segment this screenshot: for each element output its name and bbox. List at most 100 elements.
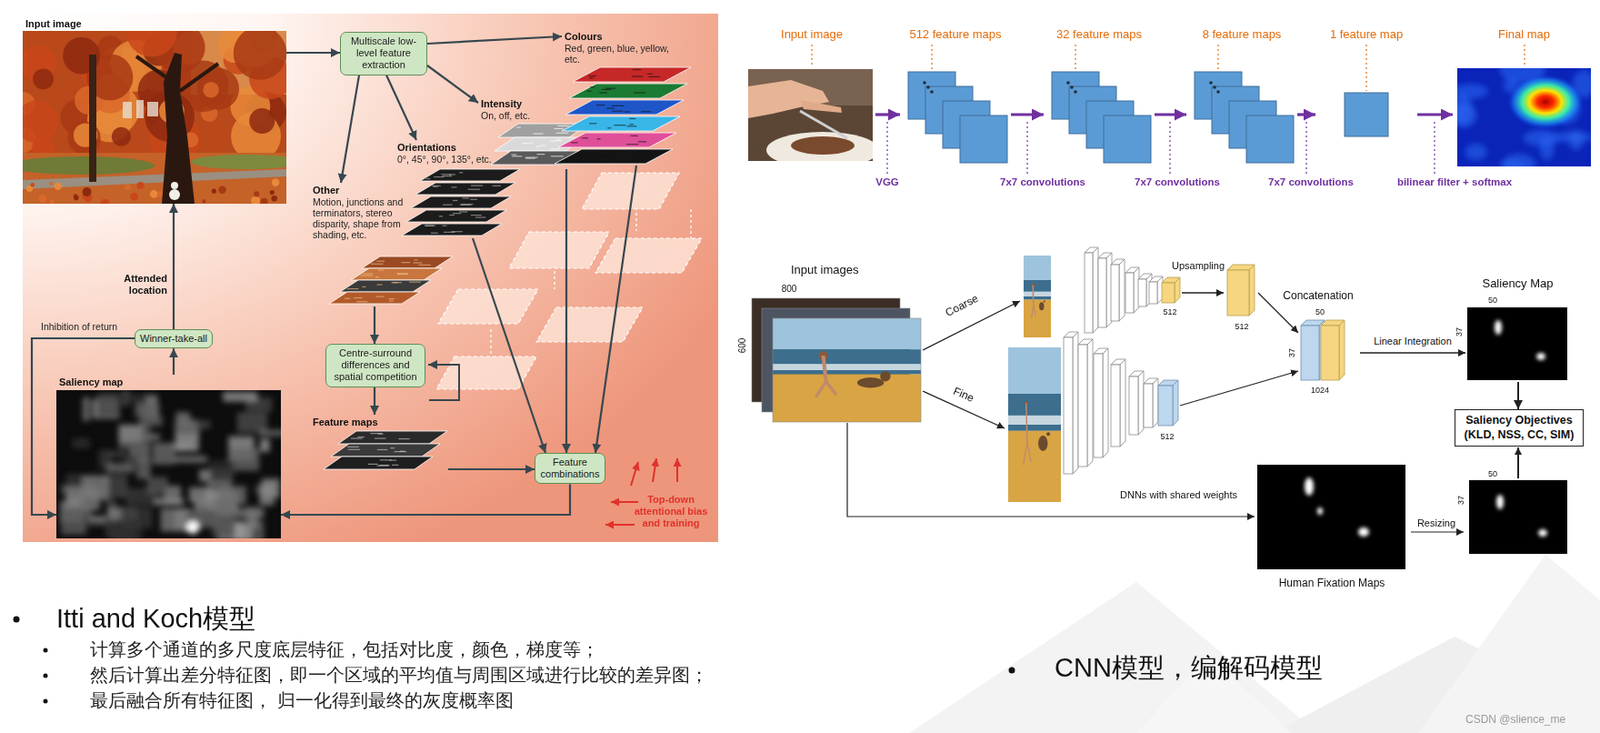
dimension: 1024 — [1310, 385, 1330, 396]
dimension: 600 — [737, 338, 749, 354]
feature-texture — [412, 261, 422, 263]
heat-patch — [1457, 83, 1489, 100]
node-heading: 1 feature map — [1315, 27, 1418, 42]
image-panel: Input image — [22, 16, 287, 204]
bullet — [1009, 667, 1016, 674]
feature-map-layer — [338, 430, 448, 444]
operation-label: Upsampling — [1171, 260, 1225, 272]
image-panel: Input image — [748, 25, 876, 164]
feature-texture — [394, 450, 408, 452]
feature-map-layer — [572, 67, 691, 82]
feature-texture — [376, 260, 385, 262]
leader-line — [1074, 44, 1076, 70]
top-down-arrow — [610, 500, 639, 503]
feature-texture — [626, 143, 639, 145]
image-group — [1257, 464, 1406, 570]
dog — [1038, 435, 1048, 451]
foliage — [22, 100, 59, 144]
layer-front — [1300, 325, 1320, 380]
layer-side — [1092, 247, 1099, 333]
layer-front — [1063, 337, 1073, 474]
path — [22, 169, 287, 190]
layer-front — [1125, 272, 1134, 313]
blur-group — [1494, 320, 1546, 360]
blur-group — [60, 390, 281, 539]
image-group — [1469, 480, 1568, 554]
feature-map-layer — [565, 100, 684, 115]
feature-map-layer — [323, 456, 433, 470]
dimension: 50 — [1315, 307, 1325, 318]
feature-texture — [375, 296, 384, 298]
node-heading: Saliency Objectives (KLD, NSS, CC, SIM) — [1460, 413, 1579, 442]
node-heading: 32 feature maps — [1043, 27, 1155, 42]
foliage — [202, 81, 219, 98]
saliency-patch — [106, 462, 135, 472]
image-group — [1008, 347, 1061, 502]
feature-channel: ColoursRed, green, blue, yellow, etc. — [561, 29, 690, 166]
feature-texture — [550, 148, 560, 150]
runner — [1023, 441, 1028, 466]
blur-group — [1496, 494, 1548, 537]
dimension: 37 — [1454, 327, 1465, 337]
feature-texture — [468, 189, 480, 190]
feature-texture — [525, 157, 536, 159]
dashed-link — [553, 270, 555, 290]
leaf — [150, 190, 159, 199]
arrow-connector — [1010, 112, 1044, 116]
node-heading: Colours — [564, 30, 687, 43]
saliency-patch — [116, 393, 147, 402]
feature-texture — [377, 449, 388, 450]
saliency-patch — [82, 519, 117, 526]
feature-map-layer — [558, 132, 677, 148]
dog — [1046, 431, 1050, 436]
feature-channel: Orientations0°, 45°, 90°, 135°, etc. — [394, 140, 497, 239]
bullet — [13, 616, 20, 623]
feature-texture — [350, 437, 363, 439]
dog — [1043, 300, 1046, 302]
saliency-patch — [220, 504, 230, 517]
figure — [169, 189, 180, 200]
fixation-blob — [1304, 477, 1314, 496]
runner — [1027, 441, 1031, 462]
arrow-connector — [427, 36, 562, 44]
image-panel: Saliency Map — [1465, 276, 1570, 382]
saliency-patch — [144, 433, 160, 441]
image-group — [772, 318, 921, 422]
foliage — [126, 30, 178, 57]
arrow-connector — [340, 75, 360, 183]
feature-texture — [430, 232, 439, 234]
foliage — [111, 127, 131, 147]
dashed-link — [490, 329, 491, 355]
feature-texture — [460, 204, 472, 206]
dog — [880, 370, 890, 381]
image-panel: Input images — [751, 260, 925, 423]
bullet-text: 计算多个通道的多尺度底层特征，包括对比度，颜色，梯度等； — [90, 638, 600, 660]
operation-label: 7x7 convolutions — [1134, 176, 1220, 190]
feature-texture — [452, 200, 458, 201]
feature-texture — [379, 464, 390, 466]
laundry — [147, 101, 159, 117]
pale-layer — [536, 307, 643, 342]
saliency-patch — [260, 439, 270, 452]
arrow-connector — [595, 165, 637, 453]
image-group — [1467, 307, 1568, 380]
saliency-patch — [234, 508, 264, 519]
feature-map-layer — [569, 83, 688, 99]
ellipsis-dot — [1066, 80, 1070, 85]
feature-texture — [470, 185, 483, 187]
runner — [1033, 305, 1036, 317]
foliage — [249, 108, 275, 134]
feature-map-square — [1103, 115, 1151, 163]
node-heading: Human Fixation Maps — [1254, 576, 1410, 590]
layer-side — [1172, 380, 1179, 426]
arrow-connector — [565, 169, 568, 453]
wave — [1008, 415, 1061, 425]
resizing-arrow — [1410, 530, 1464, 532]
feature-stack: 32 feature maps — [1043, 25, 1155, 164]
feature-map-layer — [561, 116, 680, 131]
feature-stack: 512 feature maps — [900, 25, 1011, 164]
bullet-text: CNN模型，编解码模型 — [1054, 651, 1323, 684]
fixation-blob — [1496, 494, 1504, 510]
fixation-blob — [1538, 529, 1548, 537]
bullet-text: 然后计算出差分特征图，即一个区域的平均值与周围区域进行比较的差异图； — [90, 663, 709, 686]
